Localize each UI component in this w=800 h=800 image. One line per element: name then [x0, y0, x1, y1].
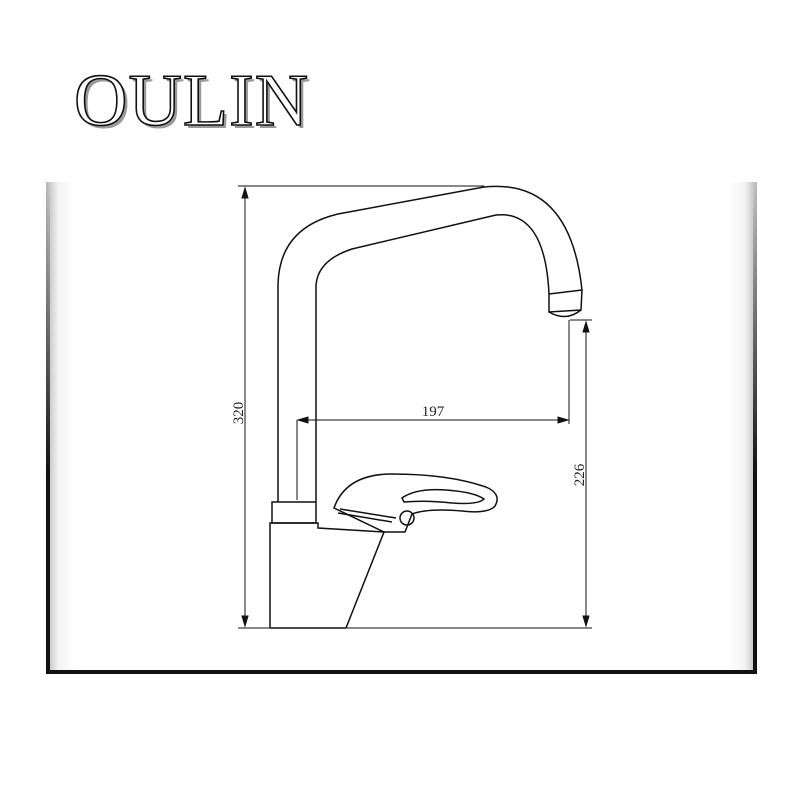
faucet-aerator — [548, 289, 583, 318]
dimension-total-height — [238, 185, 484, 629]
dimension-spout-height — [346, 319, 592, 629]
faucet-spout-arm — [277, 186, 497, 286]
drawing-frame — [46, 182, 757, 674]
faucet-riser-pipe — [277, 285, 317, 502]
brand-logo-shadow: OULIN — [77, 63, 312, 145]
frame-right-edge — [753, 182, 757, 670]
dimension-spout-reach — [296, 320, 570, 500]
faucet-collar — [271, 501, 317, 524]
faucet-lever-handle — [333, 473, 498, 533]
dimension-spout-reach-label: 197 — [422, 404, 445, 420]
dimension-total-height-label: 320 — [231, 402, 247, 425]
dimension-spout-height-label: 226 — [572, 463, 588, 486]
faucet-spout-curve — [483, 185, 583, 295]
brand-logo: OULIN OULIN — [73, 59, 312, 145]
brand-logo-text: OULIN — [74, 60, 309, 142]
frame-left-edge — [46, 182, 50, 670]
faucet-base — [269, 522, 386, 629]
